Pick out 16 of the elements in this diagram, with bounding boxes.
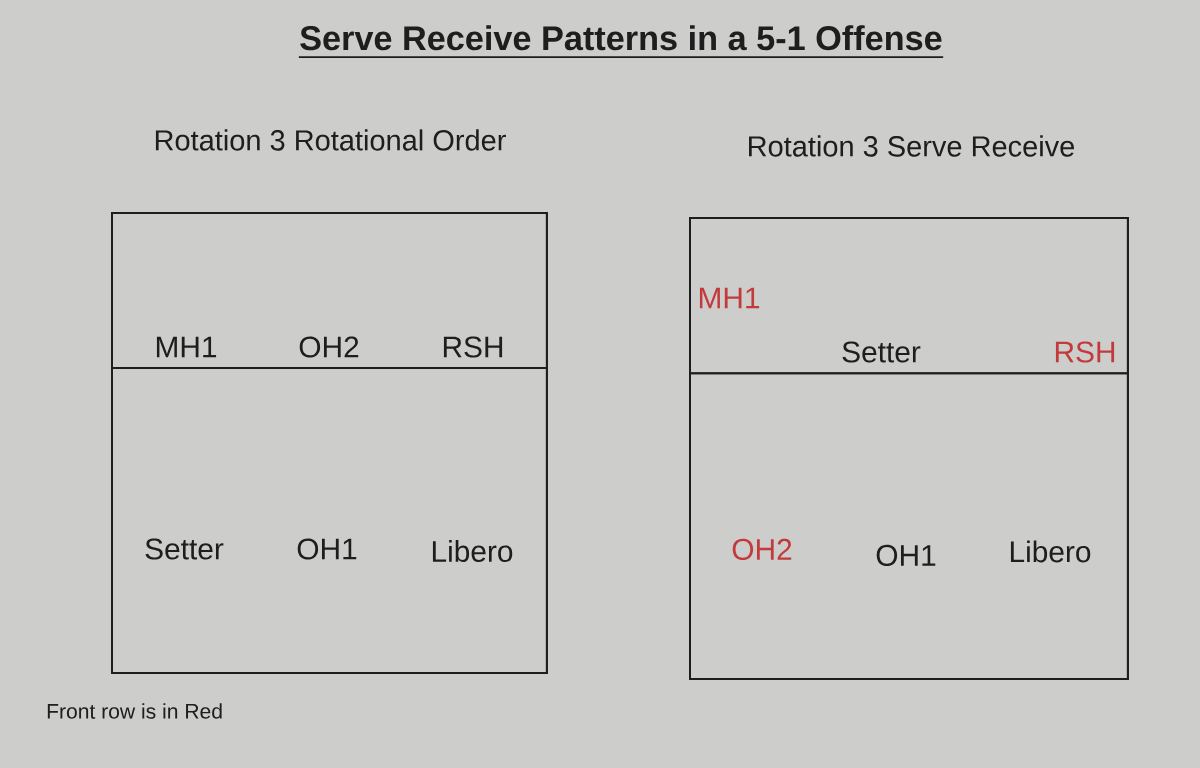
player-label: OH2 (299, 336, 359, 358)
note-text: Front row is in Red (47, 703, 222, 719)
court-heading: Rotation 3 Rotational Order (155, 129, 506, 151)
player-label: Setter (145, 538, 224, 560)
player-label: RSH (443, 336, 503, 358)
player-label: OH1 (876, 544, 936, 566)
court-heading: Rotation 3 Serve Receive (749, 135, 1074, 157)
player-label: OH1 (297, 538, 357, 560)
player-label: OH2 (732, 538, 792, 560)
player-label: Libero (1010, 540, 1091, 563)
player-label: MH1 (699, 287, 760, 309)
diagram-title: Serve Receive Patterns in a 5-1 Offense (297, 25, 945, 58)
player-label: RSH (1055, 341, 1115, 363)
player-label: Setter (842, 341, 921, 363)
player-label: Libero (432, 540, 513, 562)
player-label: MH1 (156, 336, 217, 358)
